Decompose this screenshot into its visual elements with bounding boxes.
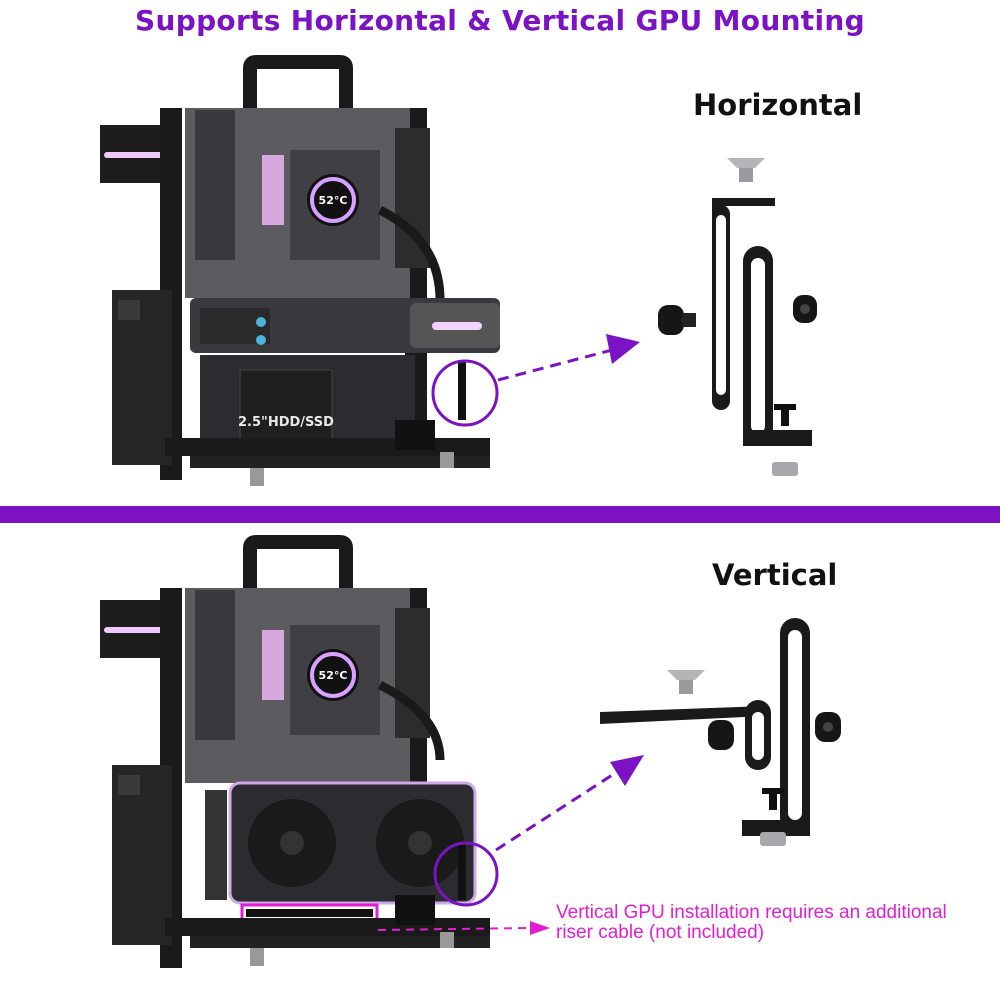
riser-cable-note: Vertical GPU installation requires an ad… [556, 903, 996, 943]
note-arrow-head [530, 921, 550, 935]
cooler-temp-display: 52°C [319, 194, 348, 207]
thumb-knob-left [708, 720, 734, 750]
bottom-bolt [762, 788, 784, 794]
horizontal-case-illustration: 52°C 2.5"HDD/SSD [100, 55, 817, 486]
thumb-knob-left [658, 305, 684, 335]
note-arrow-line [377, 927, 531, 931]
bottom-bolt [774, 404, 796, 410]
arrow-head [606, 334, 640, 364]
t-nut [760, 832, 786, 846]
top-thumb-screw [727, 158, 765, 168]
section-label-vertical: Vertical [712, 558, 838, 592]
horizontal-bracket-diagram [658, 158, 817, 476]
section-label-horizontal: Horizontal [693, 88, 863, 122]
mount-highlight-circle [433, 841, 499, 907]
arrow-head [610, 755, 644, 786]
vertical-case-illustration: 52°C [100, 535, 841, 968]
vertical-bracket-diagram [600, 618, 841, 846]
arrow-line [495, 768, 621, 852]
gpu-rgb-strip [432, 322, 482, 330]
hdd-label: 2.5"HDD/SSD [238, 415, 334, 430]
case-handle [243, 55, 353, 110]
horizontal-panel: 52°C 2.5"HDD/SSD [100, 55, 863, 486]
bracket-foot [743, 430, 812, 446]
bracket-horizontal-arm [600, 706, 765, 724]
cooler-rgb-ring [310, 177, 356, 223]
t-nut [772, 462, 798, 476]
bracket-foot [742, 820, 810, 836]
top-thumb-screw [667, 670, 705, 680]
cooler-temp-display: 52°C [319, 669, 348, 682]
riser-note-line2: riser cable (not included) [556, 922, 765, 943]
rgb-panel [262, 155, 284, 225]
vertical-panel: 52°C [0, 500, 1000, 1000]
cooler-rgb-ring [310, 652, 356, 698]
rgb-strip [104, 152, 166, 158]
riser-note-line1: Vertical GPU installation requires an ad… [556, 902, 947, 923]
arrow-line [497, 348, 613, 382]
rgb-panel [262, 630, 284, 700]
page-headline: Supports Horizontal & Vertical GPU Mount… [135, 4, 865, 37]
section-divider [0, 506, 1000, 523]
rgb-strip [104, 627, 166, 633]
mount-highlight-circle [431, 359, 499, 427]
case-handle [243, 535, 353, 610]
